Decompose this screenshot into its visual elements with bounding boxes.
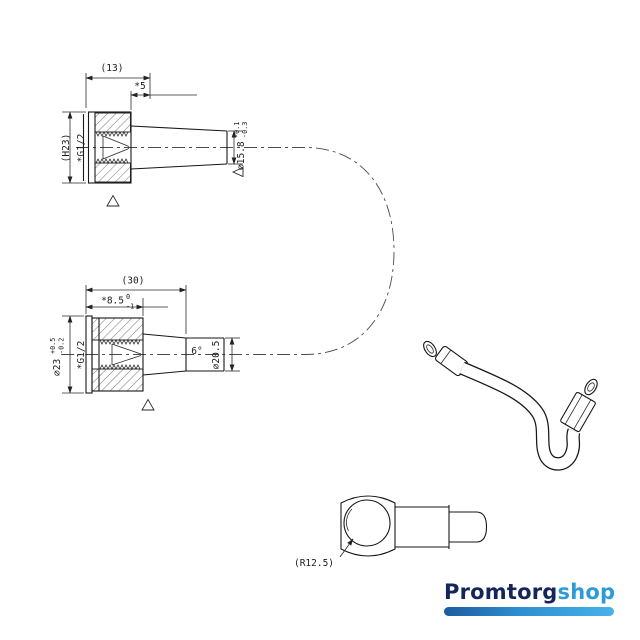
hose-washer-a-inner <box>426 344 434 354</box>
mid-cone-lower <box>111 355 142 366</box>
dim-depth-85-tol-upper: 0 <box>126 293 130 301</box>
dim-dia-23: ⌀23 <box>52 359 63 376</box>
mid-taper-lower <box>142 370 187 376</box>
dim-dia-158-group: ⌀15.8 -0.1 -0.3 <box>233 122 249 170</box>
top-tube-lower <box>130 163 228 170</box>
dim-dia-23-tol-lower: -0.2 <box>58 338 66 354</box>
hose-tube-fill <box>459 362 580 470</box>
hose-tube-outline <box>459 361 581 471</box>
elbow-tip <box>449 511 488 543</box>
dim-width-30: (30) <box>122 276 145 287</box>
dim-dia-23-group: ⌀23 +0.5 -0.2 <box>49 338 66 376</box>
dim-depth-85: *8.5 <box>101 296 124 307</box>
mid-nut-hatch-lower <box>91 368 144 392</box>
top-thread-upper <box>95 131 129 137</box>
hose-washer-b-inner <box>587 382 595 392</box>
mid-cone-upper <box>111 343 142 355</box>
dim-thread-g12-top: *G1/2 <box>76 134 87 163</box>
hose-nut-b-body <box>560 391 596 433</box>
dim-hex-h23: (H23) <box>61 134 72 163</box>
surface-finish-triangle-icon <box>106 194 120 207</box>
middle-connector-view: (30) *8.5 0 -1 ⌀23 +0.5 -0.2 *G1/2 6° ⌀2… <box>49 276 240 411</box>
mid-thread-upper <box>99 339 141 345</box>
mid-thread-lower <box>99 364 141 370</box>
datum-arrow-icon <box>231 166 244 178</box>
hose-nut-b-facet2 <box>573 399 592 430</box>
top-thread-lower <box>95 158 129 164</box>
dim-dia-158-tol-upper: -0.1 <box>233 122 241 138</box>
logo-text-promtorg: Promtorg <box>444 580 558 604</box>
top-nut-outline <box>87 111 132 184</box>
dim-width-13: (13) <box>101 63 124 74</box>
dim-dia-23-tol-upper: +0.5 <box>49 338 57 354</box>
top-cone-lower <box>102 148 130 160</box>
top-cone-upper <box>102 135 130 147</box>
surface-finish-triangle-icon <box>141 398 155 411</box>
dim-depth-85-tol-lower: -1 <box>126 303 134 311</box>
top-nut-hatch-lower <box>94 162 131 183</box>
logo-wordmark: Promtorgshop <box>444 580 616 604</box>
top-nut-hatch-upper <box>94 112 131 133</box>
elbow-port-circle <box>343 499 391 547</box>
dim-dia-158-tol-lower: -0.3 <box>241 122 249 138</box>
dim-thread-g12-mid: *G1/2 <box>76 341 87 370</box>
dim-dia-205: ⌀20.5 <box>211 341 222 370</box>
elbow-port-highlight <box>346 508 353 532</box>
hose-washer-b-outer <box>584 378 598 396</box>
mid-nut-hatch-upper <box>91 317 144 341</box>
hose-nut-b <box>560 391 596 433</box>
promtorgshop-logo: Promtorgshop <box>444 580 616 616</box>
mid-taper-upper <box>142 333 187 339</box>
logo-text-shop: shop <box>557 580 616 604</box>
dim-dia-158: ⌀15.8 <box>236 141 247 170</box>
elbow-fitting-view: (R12.5) <box>294 495 488 569</box>
hose-3d-view <box>423 340 598 471</box>
top-tube-upper <box>130 125 228 132</box>
leader-line-r125 <box>339 538 354 558</box>
dim-taper-angle: 6° <box>191 346 202 357</box>
dim-depth-5: *5 <box>134 81 145 92</box>
hose-ferrule-a-line <box>440 349 452 365</box>
logo-underline-bar <box>444 607 614 616</box>
hose-nut-b-facet1 <box>564 394 583 425</box>
dim-radius-125: (R12.5) <box>294 558 334 569</box>
hose-centerline <box>60 147 395 355</box>
top-connector-view: (13) *5 (H23) *G1/2 ⌀15.8 -0.1 -0.3 <box>61 63 249 207</box>
